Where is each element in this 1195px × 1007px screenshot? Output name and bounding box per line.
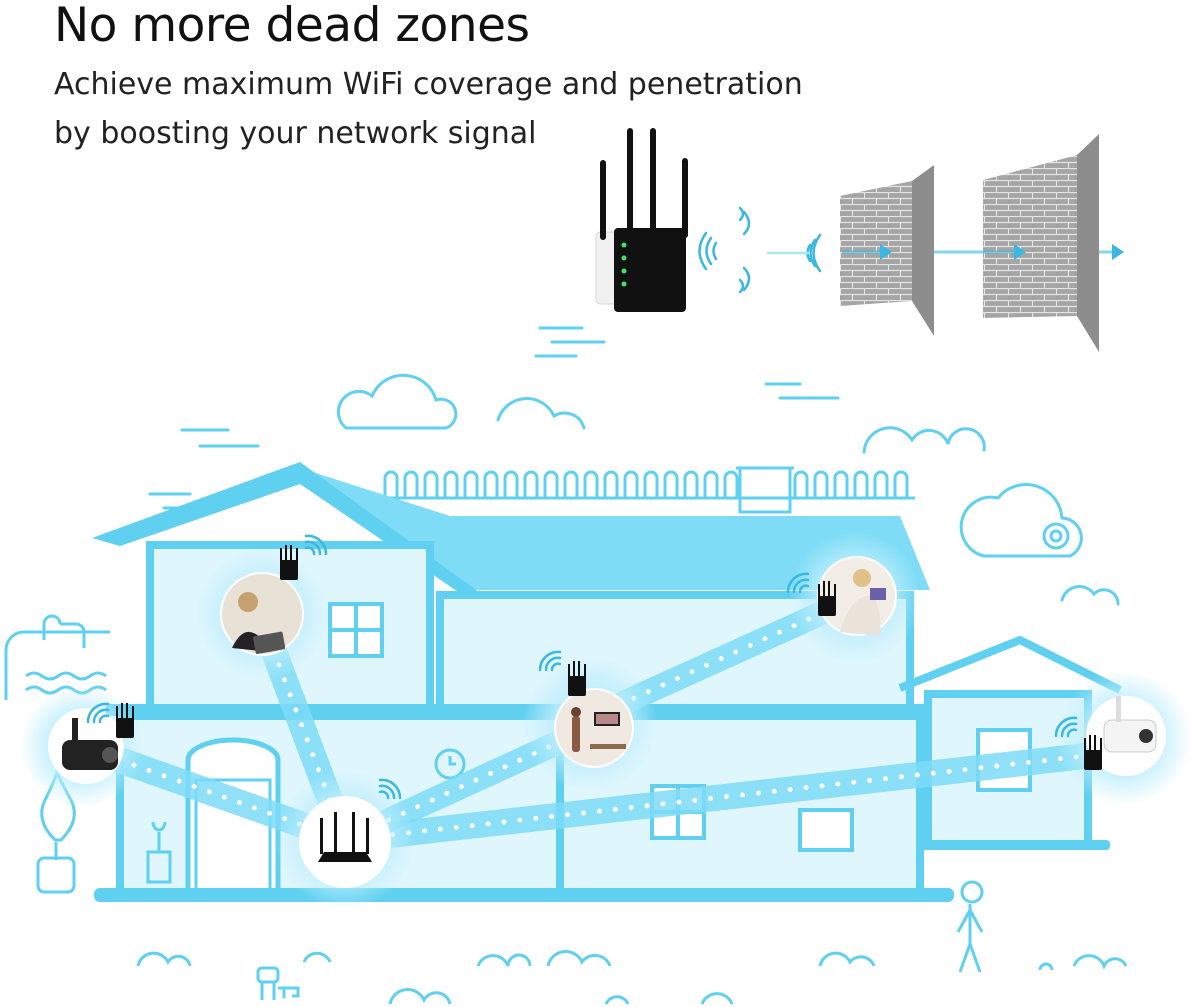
wifi-signal-icon [86,534,1078,800]
wifi-extender-icon [116,545,1102,770]
ground-decor [136,950,1128,1005]
wifi-signal-icon [698,206,822,294]
device-halos [20,532,1192,910]
person-living-room-photo [556,690,632,766]
dog-icon [256,966,300,1000]
woman-on-sofa-photo [819,558,895,636]
security-camera-icon [1103,696,1157,753]
wifi-extender-icon [595,128,688,312]
router-icon [318,812,372,862]
fence [380,466,915,514]
person-icon [956,880,984,973]
subtitle-line-1: Achieve maximum WiFi coverage and penetr… [54,67,803,102]
subtitle-line-2: by boosting your network signal [54,116,537,151]
house-illustration [92,462,1122,902]
person-on-tablet-photo [222,574,302,654]
cloud-icon [148,326,1120,606]
brick-wall-icon [840,134,1099,352]
security-camera-icon [62,718,118,770]
cloud-icon [959,483,1083,558]
headline: No more dead zones [54,0,530,53]
